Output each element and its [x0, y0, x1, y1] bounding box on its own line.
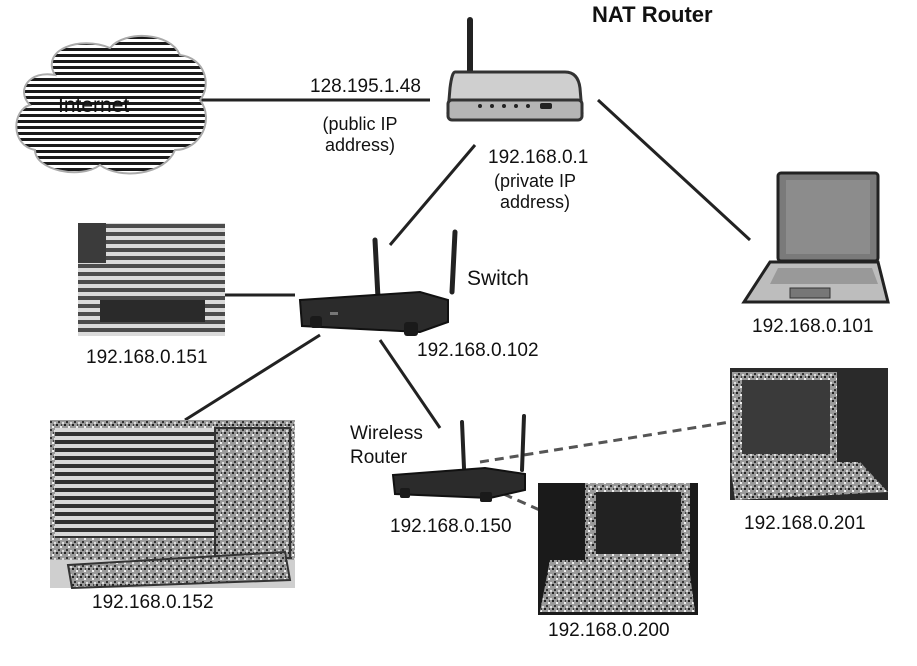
link-switch-desktop — [184, 333, 321, 422]
connection-lines — [184, 98, 752, 429]
link-switch-wireless — [378, 339, 442, 429]
link-nat-switch — [388, 144, 477, 246]
public-ip-note: (public IP address) — [310, 114, 410, 156]
private-ip-note-line2: address) — [499, 192, 571, 212]
public-ip-note-line2: address) — [324, 135, 396, 155]
laptop-200-ip: 192.168.0.200 — [548, 620, 670, 641]
diagram-title: NAT Router — [592, 2, 713, 27]
internet-cloud — [15, 35, 207, 175]
wireless-router-label-line1: Wireless — [350, 423, 423, 444]
laptop-wireless-201-icon — [730, 368, 888, 500]
wireless-router-label-line2: Router — [350, 447, 408, 468]
laptop-wireless-200-icon — [538, 483, 698, 615]
switch-label: Switch — [467, 267, 529, 290]
private-ip-label: 192.168.0.1 — [488, 147, 589, 168]
laptop-nat-ip: 192.168.0.101 — [752, 316, 874, 337]
desktop-pc-icon — [50, 420, 295, 590]
desktop-ip: 192.168.0.152 — [92, 592, 214, 613]
switch-ip: 192.168.0.102 — [417, 340, 539, 361]
public-ip-note-line1: (public IP — [322, 114, 398, 134]
link-wireless-laptop-201 — [479, 420, 731, 464]
printer-icon — [78, 223, 225, 336]
wireless-router-icon — [391, 414, 526, 502]
laptop-201-ip: 192.168.0.201 — [744, 513, 866, 534]
laptop-nat-icon — [741, 171, 890, 304]
printer-ip: 192.168.0.151 — [86, 347, 208, 368]
wireless-router-ip: 192.168.0.150 — [390, 516, 512, 537]
switch-icon — [298, 229, 458, 336]
internet-label: Internet — [58, 94, 130, 117]
nat-router-icon — [446, 17, 584, 122]
private-ip-note: (private IP address) — [485, 171, 585, 213]
public-ip-label: 128.195.1.48 — [310, 76, 421, 97]
link-nat-laptop — [596, 98, 752, 242]
private-ip-note-line1: (private IP — [493, 171, 577, 191]
